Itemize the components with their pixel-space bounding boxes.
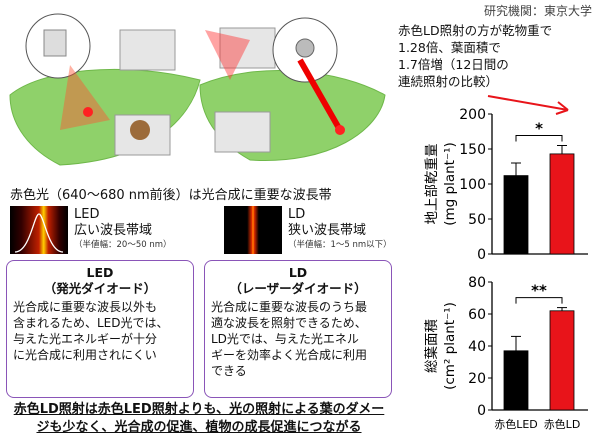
ld-box-bottom: [214, 111, 271, 153]
dry-weight-ytick-label: 150: [459, 142, 486, 158]
ld-laser-beam: [297, 58, 343, 132]
irradiation-illustration: [9, 13, 386, 166]
leaf-area-ytick-label: 0: [477, 403, 486, 419]
led-box-title: LED: [86, 265, 114, 280]
led-beam: [60, 65, 110, 130]
leaf-area-category-label-0: 赤色LED: [494, 417, 538, 431]
dry-weight-ytick-label: 200: [459, 107, 486, 123]
led-box-body: 光合成に重要な波長以外も 含まれるため、LED光では、 与えた光エネルギーが十分…: [13, 300, 169, 362]
ld-spectrum-label-group: LD 狭い波長帯域 （半値幅：1〜5 nm以下）: [288, 207, 392, 251]
led-info-box: LED （発光ダイオード） 光合成に重要な波長以外も 含まれるため、LED光では…: [6, 260, 194, 398]
led-device-icon: [43, 29, 67, 57]
ld-spectrum-note: （半値幅：1〜5 nm以下）: [288, 240, 392, 250]
ld-spot: [335, 125, 345, 135]
leaf-area-bar-0: [503, 350, 529, 411]
leaf-area-ytick-label: 40: [468, 339, 486, 355]
leaf-area-chart: 0 20 40 60 80 総葉面積(cm² plant⁻¹) 赤色LED 赤色LD **: [424, 275, 588, 431]
dry-weight-bar-0: [503, 175, 529, 255]
dry-weight-chart: 0 50 100 150 200 地上部乾重量(mg plant⁻¹) *: [424, 107, 588, 263]
leaf-area-ytick-label: 20: [468, 371, 486, 387]
leaf-area-ylabel-line1: 総葉面積: [424, 319, 440, 373]
ld-box-body: 光合成に重要な波長のうち最 適な波長を照射できるため、 LD光では、与えた光エネ…: [211, 300, 368, 378]
led-spectrum-note: （半値幅：20〜50 nm）: [74, 240, 172, 250]
conclusion-text: 赤色LD照射は赤色LED照射よりも、光の照射による葉のダメージも少なく、光合成の…: [4, 401, 394, 437]
dry-weight-ytick-label: 100: [459, 177, 486, 193]
leaf-area-ylabel-line2: (cm² plant⁻¹): [442, 302, 458, 390]
ld-spectrum-label: LD: [288, 207, 306, 222]
leaf-area-bar-1: [549, 310, 575, 411]
dry-weight-ytick-label: 50: [468, 212, 486, 228]
ld-box-subtitle: （レーザーダイオード）: [229, 281, 367, 296]
led-box-top: [119, 29, 176, 71]
red-light-heading: 赤色光（640〜680 nm前後）は光合成に重要な波長帯: [10, 188, 332, 203]
dry-weight-significance-bracket: [515, 135, 563, 142]
led-spectrum-desc: 広い波長帯域: [74, 223, 153, 238]
ld-spectrum-swatch: [224, 206, 282, 254]
led-spectrum-label-group: LED 広い波長帯域 （半値幅：20〜50 nm）: [74, 207, 172, 251]
ld-box-title: LD: [288, 265, 308, 280]
led-spot: [83, 107, 93, 117]
led-spectrum-swatch: [10, 206, 68, 254]
leaf-area-significance-mark: **: [531, 282, 547, 300]
conclusion-line-1: 赤色LD照射は赤色LED照射よりも、光の照射による葉のダメー: [13, 402, 385, 417]
leaf-area-significance-bracket: [515, 297, 563, 304]
ld-box-top: [219, 27, 276, 69]
lettuce-plant-icon: [130, 120, 150, 140]
ld-beam-top: [205, 30, 250, 80]
ld-info-box: LD （レーザーダイオード） 光合成に重要な波長のうち最 適な波長を照射できるた…: [204, 260, 392, 398]
leaf-area-ytick-label: 80: [468, 275, 486, 291]
led-spectrum-label: LED: [74, 207, 100, 222]
ld-spectrum-desc: 狭い波長帯域: [288, 223, 367, 238]
dry-weight-ylabel-line2: (mg plant⁻¹): [442, 142, 458, 226]
led-box-subtitle: （発光ダイオード）: [43, 281, 157, 296]
increase-arrow-icon: [487, 95, 569, 115]
dry-weight-ylabel-line1: 地上部乾重量: [424, 144, 440, 225]
summary-text: 赤色LD照射の方が乾物重で 1.28倍、葉面積で 1.7倍増（12日間の 連続照…: [398, 23, 553, 89]
dry-weight-ytick-label: 0: [477, 247, 486, 263]
leaf-area-ytick-label: 60: [468, 307, 486, 323]
dry-weight-bar-1: [549, 153, 575, 255]
dry-weight-significance-mark: *: [535, 120, 543, 138]
conclusion-line-2: ジも少なく、光合成の促進、植物の成長促進につながる: [36, 420, 362, 435]
leaf-area-category-label-1: 赤色LD: [544, 417, 581, 431]
affiliation-label: 研究機関：東京大学: [483, 4, 592, 18]
ld-device-icon: [295, 38, 315, 58]
